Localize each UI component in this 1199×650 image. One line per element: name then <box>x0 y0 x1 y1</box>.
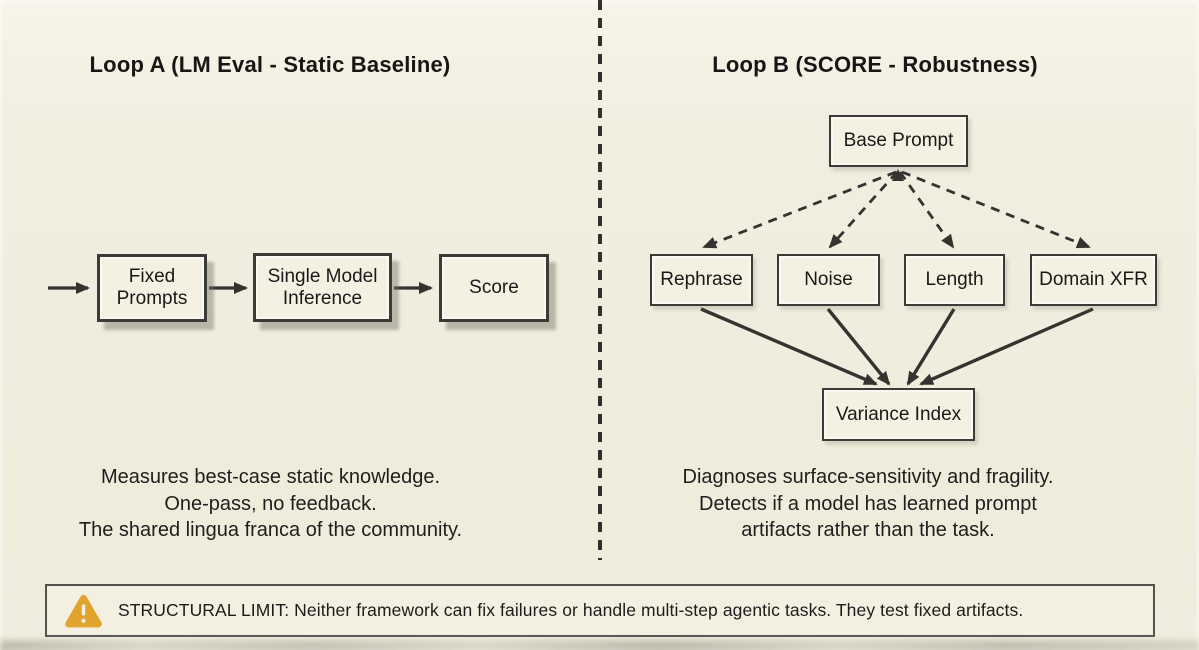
base-prompt-box: Base Prompt <box>829 115 968 167</box>
loop-b-description-line: Diagnoses surface-sensitivity and fragil… <box>682 466 1054 488</box>
vertical-dashed-divider <box>598 0 602 560</box>
loop-b-description-line: artifacts rather than the task. <box>741 519 995 541</box>
score-box: Score <box>439 254 549 322</box>
base-prompt-label: Base Prompt <box>843 130 954 151</box>
solid-edge-domain-xfr <box>919 307 1094 386</box>
bottom-blur-strip <box>0 640 1199 650</box>
rephrase-label: Rephrase <box>660 269 743 290</box>
single-model-inference-box: Single Model Inference <box>253 253 392 322</box>
loop-a-title: Loop A (LM Eval - Static Baseline) <box>89 52 451 77</box>
noise-label: Noise <box>804 269 853 290</box>
loop-b-title: Loop B (SCORE - Robustness) <box>712 52 1038 77</box>
variance-index-box: Variance Index <box>822 388 975 441</box>
structural-limit-banner: STRUCTURAL LIMIT: Neither framework can … <box>45 584 1155 637</box>
loop-b-description-line: Detects if a model has learned prompt <box>699 492 1037 515</box>
structural-limit-text: STRUCTURAL LIMIT: Neither framework can … <box>118 600 1024 620</box>
dashed-edge-length <box>898 171 955 249</box>
variance-index-label: Variance Index <box>835 403 962 425</box>
loop-a-description-line: Measures best-case static knowledge. <box>100 466 441 488</box>
warning-triangle-icon <box>65 594 102 628</box>
fixed-prompts-box: Fixed Prompts <box>97 254 207 322</box>
length-box: Length <box>904 254 1005 306</box>
noise-box: Noise <box>777 254 880 306</box>
loop-b-description: Diagnoses surface-sensitivity and fragil… <box>618 464 1118 544</box>
rephrase-box: Rephrase <box>650 254 753 306</box>
dashed-edge-noise <box>828 171 899 249</box>
up-arrowhead <box>892 169 904 181</box>
loop-a-description-line: The shared lingua franca of the communit… <box>78 519 463 541</box>
loop-a-description-line: One-pass, no feedback. <box>164 492 377 515</box>
solid-edge-length <box>906 308 956 386</box>
dashed-edge-rephrase <box>702 170 897 249</box>
score-label: Score <box>469 277 519 298</box>
domain-xfr-label: Domain XFR <box>1039 269 1148 290</box>
solid-edge-noise <box>826 307 891 386</box>
domain-xfr-box: Domain XFR <box>1030 254 1157 306</box>
dashed-edge-domain-xfr <box>901 170 1091 249</box>
length-label: Length <box>925 269 984 290</box>
loop-a-description: Measures best-case static knowledge. One… <box>8 464 533 544</box>
solid-edge-rephrase <box>700 307 878 386</box>
fixed-prompts-label: Fixed Prompts <box>116 266 188 309</box>
single-model-inference-label: Single Model Inference <box>267 265 378 309</box>
